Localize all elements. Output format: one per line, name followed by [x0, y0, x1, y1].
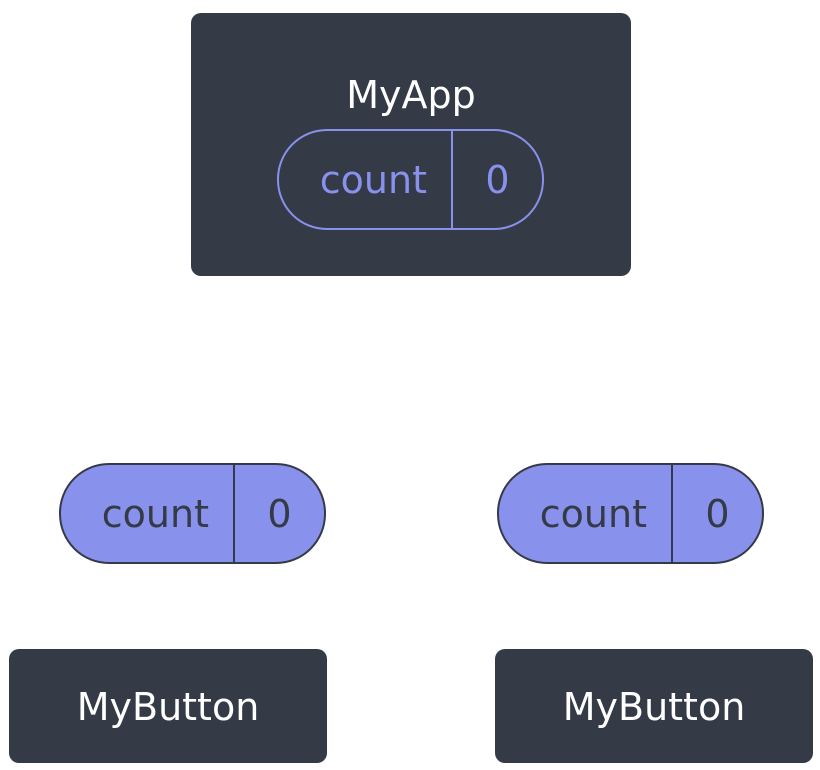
right-button-count-value: 0 [705, 491, 730, 536]
myapp-count-value: 0 [485, 157, 510, 202]
myapp-component-node: MyApp count 0 [191, 13, 631, 276]
right-button-count-state-pill: count 0 [497, 463, 764, 564]
myapp-title: MyApp [346, 73, 476, 117]
myapp-count-state-pill: count 0 [277, 129, 544, 230]
left-button-count-value: 0 [267, 491, 292, 536]
right-mybutton-title: MyButton [562, 685, 746, 729]
left-button-count-label: count [61, 465, 235, 562]
right-mybutton-component-node: MyButton [495, 649, 813, 763]
left-mybutton-title: MyButton [76, 685, 260, 729]
left-button-count-state-pill: count 0 [59, 463, 326, 564]
left-mybutton-component-node: MyButton [9, 649, 327, 763]
right-button-count-label: count [499, 465, 673, 562]
myapp-count-label: count [279, 131, 453, 228]
